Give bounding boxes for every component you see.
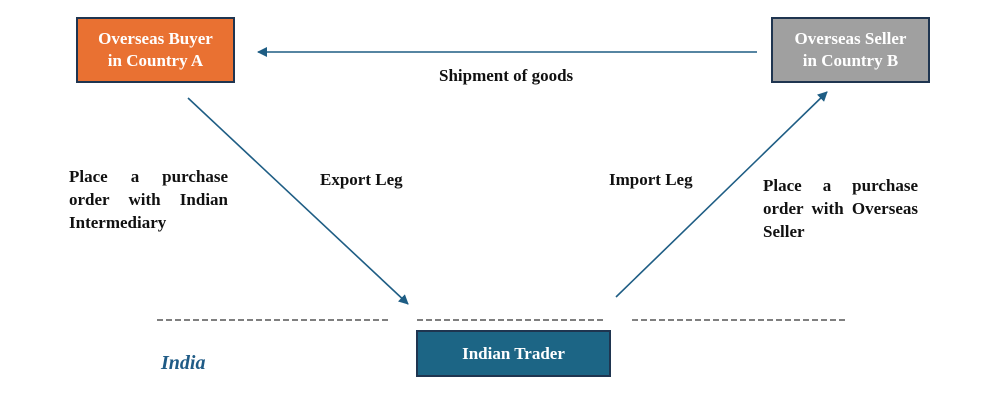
seller-order-note: Place a purchase order with Overseas Sel… — [763, 176, 918, 241]
buyer-title: Overseas Buyer — [98, 29, 213, 48]
indian-trader-node: Indian Trader — [416, 330, 611, 377]
seller-title: Overseas Seller — [794, 29, 907, 48]
shipment-label: Shipment of goods — [439, 66, 574, 85]
import-leg-label: Import Leg — [609, 170, 693, 189]
buyer-order-note: Place a purchase order with Indian Inter… — [69, 167, 228, 232]
overseas-buyer-node: Overseas Buyer in Country A — [76, 17, 235, 83]
buyer-country: in Country A — [107, 51, 204, 70]
export-leg-label: Export Leg — [320, 170, 403, 189]
import-leg-arrow — [615, 91, 828, 298]
export-leg-arrow — [187, 97, 409, 305]
india-region-label: India — [161, 352, 206, 374]
trader-label: Indian Trader — [462, 343, 565, 363]
overseas-seller-node: Overseas Seller in Country B — [771, 17, 930, 83]
seller-country: in Country B — [802, 51, 899, 70]
